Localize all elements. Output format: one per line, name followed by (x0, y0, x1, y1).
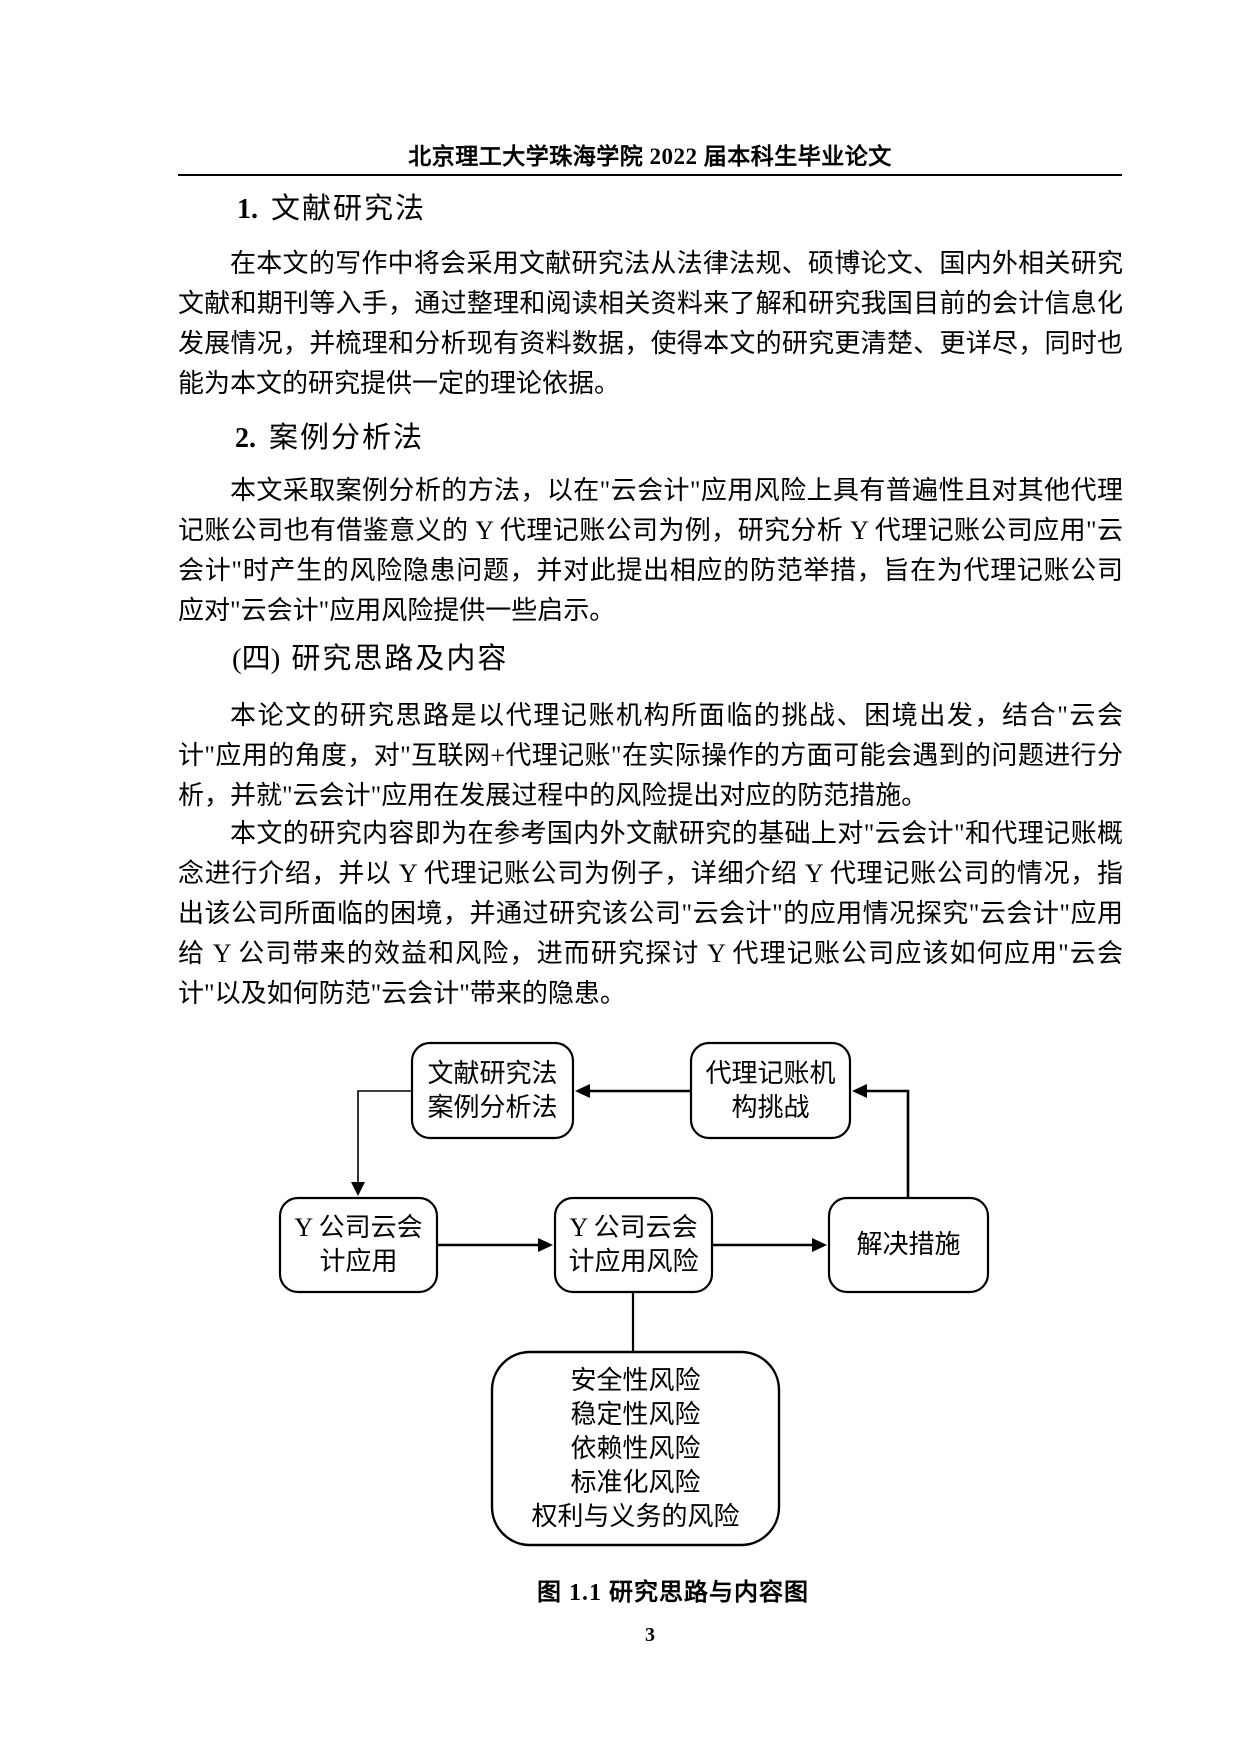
flowchart-label-risklist: 安全性风险 稳定性风险 依赖性风险 标准化风险 权利与义务的风险 (492, 1352, 779, 1545)
label-line: 解决措施 (856, 1230, 961, 1259)
heading-number: 2. (235, 423, 256, 454)
label-line: 计应用 (319, 1247, 398, 1276)
label-line: 构挑战 (731, 1092, 810, 1122)
flowchart-label-application: Y 公司云会 计应用 (280, 1198, 437, 1292)
header-divider (178, 174, 1122, 176)
label-line: 计应用风险 (568, 1247, 699, 1276)
page-number: 3 (645, 1624, 655, 1646)
label-line: 权利与义务的风险 (531, 1501, 740, 1531)
label-line: 案例分析法 (427, 1092, 558, 1122)
heading-text: 案例分析法 (269, 422, 425, 454)
label-line: 代理记账机 (705, 1058, 836, 1088)
arrowhead-down-icon (351, 1182, 365, 1196)
heading-case-analysis: 2. 案例分析法 (235, 424, 424, 453)
arrowhead-right-icon (538, 1238, 553, 1252)
flowchart-label-methods: 文献研究法 案例分析法 (412, 1043, 573, 1138)
label-line: 稳定性风险 (570, 1399, 701, 1429)
label-line: Y 公司云会 (294, 1213, 423, 1242)
heading-research-ideas: (四) 研究思路及内容 (232, 645, 508, 674)
flowchart-label-risk: Y 公司云会 计应用风险 (555, 1198, 712, 1292)
flowchart-label-challenge: 代理记账机 构挑战 (691, 1043, 850, 1138)
heading-text: 文献研究法 (271, 193, 427, 225)
heading-literature-method: 1. 文献研究法 (237, 195, 426, 224)
connector-application-to-risk (437, 1238, 553, 1252)
page-header-title: 北京理工大学珠海学院 2022 届本科生毕业论文 (408, 144, 892, 169)
flowchart-box-risklist (490, 1350, 781, 1547)
label-line: 安全性风险 (570, 1365, 701, 1395)
paragraph-literature-method: 在本文的写作中将会采用文献研究法从法律法规、硕博论文、国内外相关研究文献和期刊等… (178, 249, 1123, 398)
label-line: 标准化风险 (570, 1467, 701, 1497)
heading-number: (四) (232, 643, 281, 675)
heading-number: 1. (237, 194, 258, 225)
arrowhead-left-icon (575, 1084, 590, 1098)
paragraph-research-content: 本文的研究内容即为在参考国内外文献研究的基础上对"云会计"和代理记账概念进行介绍… (178, 819, 1123, 1008)
figure-caption: 图 1.1 研究思路与内容图 (537, 1580, 809, 1606)
heading-text: 研究思路及内容 (291, 643, 509, 675)
connector-methods-to-application (351, 1090, 412, 1196)
connector-risk-to-solution (712, 1238, 827, 1252)
label-line: 文献研究法 (427, 1058, 558, 1088)
flowchart-label-solution: 解决措施 (829, 1198, 988, 1292)
connector-challenge-to-methods (575, 1084, 691, 1098)
label-line: 依赖性风险 (570, 1433, 701, 1463)
label-line: Y 公司云会 (569, 1213, 698, 1242)
arrowhead-right-icon (812, 1238, 827, 1252)
connector-solution-to-challenge (852, 1084, 910, 1198)
arrowhead-left-icon (852, 1084, 867, 1098)
paragraph-research-ideas: 本论文的研究思路是以代理记账机构所面临的挑战、困境出发，结合"云会计"应用的角度… (178, 701, 1123, 810)
paragraph-case-analysis: 本文采取案例分析的方法，以在"云会计"应用风险上具有普遍性且对其他代理记账公司也… (178, 476, 1123, 625)
